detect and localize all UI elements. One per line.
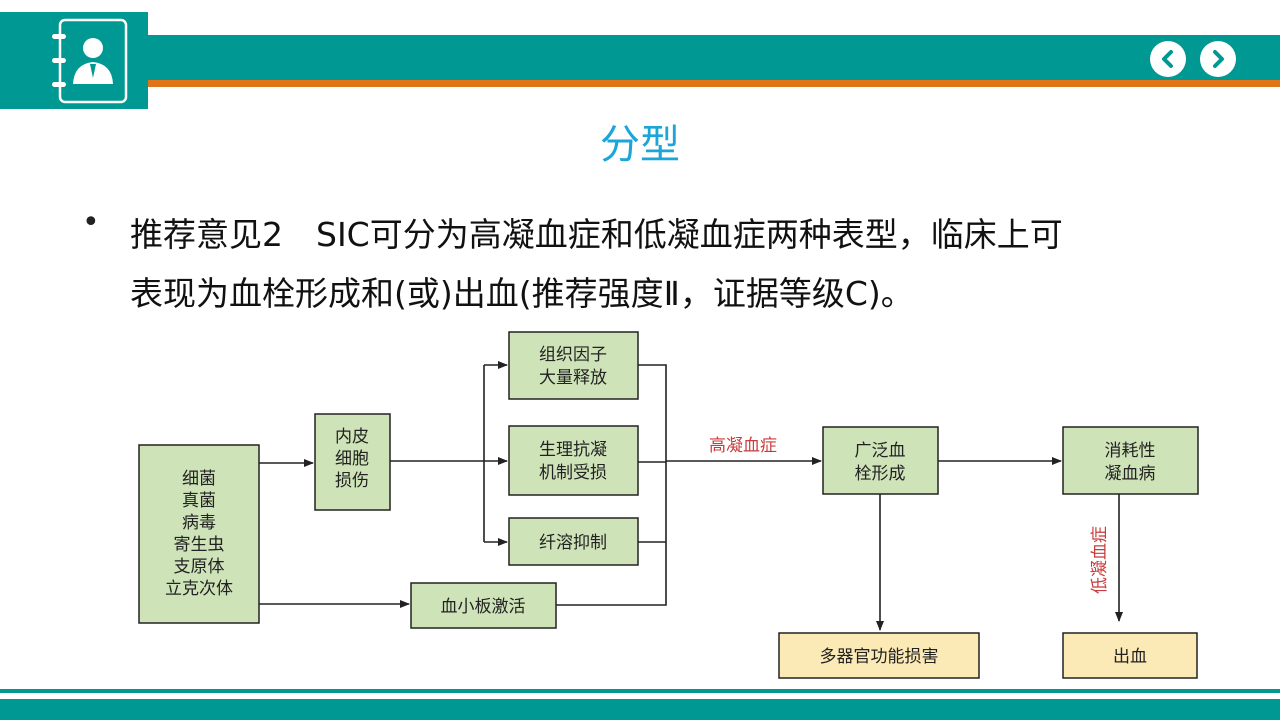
pathogen-label: 寄生虫	[174, 535, 225, 555]
thrombosis-label: 栓形成	[855, 464, 906, 484]
footer-line	[0, 689, 1280, 693]
tissue-factor-box	[508, 331, 639, 400]
fibrinolysis-label: 纤溶抑制	[539, 533, 607, 553]
recommendation-line-2: 表现为血栓形成和(或)出血(推荐强度Ⅱ，证据等级C)。	[130, 274, 914, 313]
thrombosis-label: 广泛血	[855, 441, 906, 461]
prev-slide-button[interactable]	[1150, 41, 1186, 77]
slide-title: 分型	[600, 122, 680, 168]
sic-pathway-diagram: 细菌 真菌 病毒 寄生虫 支原体 立克次体 内皮 细胞 损伤 组织因子 大量释放…	[138, 331, 1199, 679]
connector-lines	[259, 361, 1123, 631]
pathogen-label: 细菌	[182, 469, 216, 489]
fibrinolysis-inhibition-box	[508, 517, 639, 566]
thrombosis-box	[822, 426, 939, 495]
pathogens-box	[138, 444, 260, 624]
logo-tile	[0, 12, 148, 109]
endothelial-injury-box	[314, 413, 391, 511]
pathogen-label: 立克次体	[165, 579, 233, 599]
platelet-label: 血小板激活	[441, 597, 526, 617]
consumptive-label: 凝血病	[1105, 464, 1156, 484]
contact-book-icon	[52, 18, 128, 104]
bleeding-label: 出血	[1113, 647, 1147, 667]
header-bar	[148, 35, 1280, 80]
chevron-left-icon	[1162, 50, 1173, 68]
tissue-factor-label: 大量释放	[539, 368, 607, 388]
bullet-dot: •	[82, 205, 100, 240]
consumptive-label: 消耗性	[1105, 441, 1156, 461]
consumptive-coagulopathy-box	[1062, 426, 1199, 495]
next-slide-button[interactable]	[1200, 41, 1236, 77]
multi-organ-damage-box	[778, 632, 980, 679]
recommendation-line-1: 推荐意见2 SIC可分为高凝血症和低凝血症两种表型，临床上可	[130, 215, 1063, 254]
anticoagulant-label: 机制受损	[539, 463, 607, 483]
endothelial-label: 内皮	[335, 427, 369, 447]
pathogen-label: 支原体	[174, 557, 225, 577]
platelet-activation-box	[410, 582, 557, 629]
anticoagulant-label: 生理抗凝	[539, 440, 607, 460]
header-accent-stripe	[148, 80, 1280, 87]
endothelial-label: 细胞	[335, 449, 369, 469]
anticoagulant-impaired-box	[508, 425, 639, 496]
bleeding-box	[1062, 632, 1198, 679]
chevron-right-icon	[1213, 50, 1224, 68]
tissue-factor-label: 组织因子	[539, 345, 607, 365]
multi-organ-label: 多器官功能损害	[820, 647, 939, 667]
recommendation-text: 推荐意见2 SIC可分为高凝血症和低凝血症两种表型，临床上可 表现为血栓形成和(…	[130, 205, 1210, 323]
endothelial-label: 损伤	[335, 471, 369, 491]
pathogen-label: 真菌	[182, 491, 216, 511]
footer-bar	[0, 699, 1280, 720]
hypercoagulation-label: 高凝血症	[709, 436, 777, 456]
hypocoagulation-label: 低凝血症	[1090, 526, 1110, 594]
pathogen-label: 病毒	[182, 513, 216, 533]
